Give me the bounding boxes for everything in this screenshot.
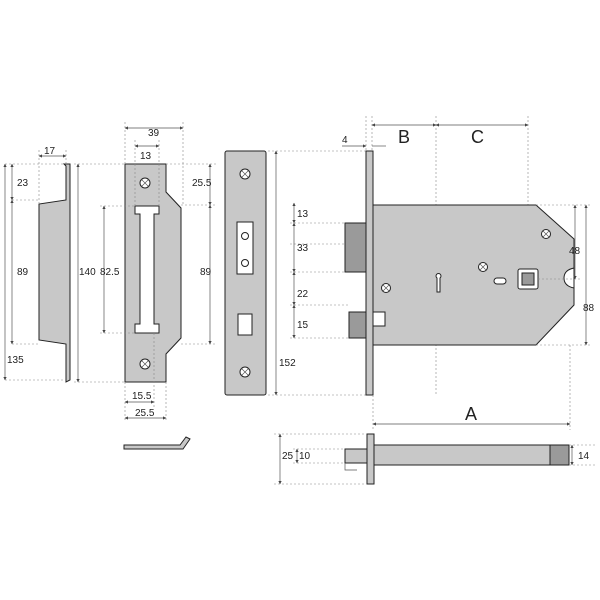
dim-33: 33 <box>297 243 309 254</box>
dim-10: 10 <box>299 451 311 462</box>
dim-13-top: 13 <box>140 151 152 162</box>
dim-17: 17 <box>44 146 56 157</box>
dim-89-mid: 89 <box>200 267 212 278</box>
dim-25-5-top: 25.5 <box>192 178 212 189</box>
dim-82-5: 82.5 <box>100 267 120 278</box>
dim-39: 39 <box>148 128 160 139</box>
lock-forend <box>224 150 267 396</box>
dim-23: 23 <box>17 178 29 189</box>
dim-48: 48 <box>569 246 581 257</box>
letter-c: C <box>471 127 484 147</box>
dim-89-left: 89 <box>17 267 29 278</box>
letter-a: A <box>465 404 477 424</box>
strike-edge-profile <box>123 436 191 450</box>
dim-22: 22 <box>297 289 309 300</box>
dim-14: 14 <box>578 451 590 462</box>
dim-25: 25 <box>282 451 294 462</box>
dim-25-5-bottom: 25.5 <box>135 408 155 419</box>
dim-15: 15 <box>297 320 309 331</box>
strike-plate <box>124 163 182 383</box>
strike-side-profile <box>38 163 71 383</box>
lock-case <box>344 150 575 396</box>
dim-88: 88 <box>583 303 595 314</box>
dim-140: 140 <box>79 267 96 278</box>
dim-152: 152 <box>279 358 296 369</box>
lock-side-view <box>344 433 570 485</box>
dim-15-5: 15.5 <box>132 391 152 402</box>
dim-135: 135 <box>7 355 24 366</box>
letter-b: B <box>398 127 410 147</box>
dim-4: 4 <box>342 135 348 146</box>
dim-13-case: 13 <box>297 209 309 220</box>
